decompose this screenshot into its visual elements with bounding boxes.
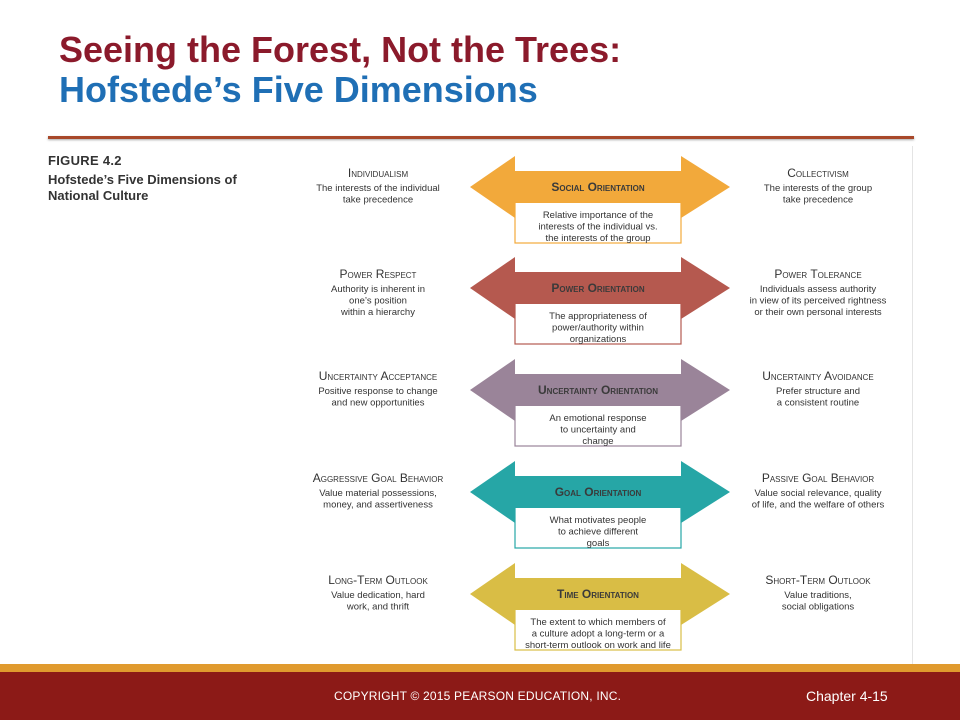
- left-pole-description: work, and thrift: [346, 602, 410, 613]
- right-pole-title: Power Tolerance: [774, 267, 861, 281]
- dimension-description: The extent to which members of: [530, 617, 666, 628]
- dimension-description: short-term outlook on work and life: [525, 640, 671, 651]
- right-pole-description: or their own personal interests: [754, 307, 882, 318]
- slide-title-line1: Seeing the Forest, Not the Trees:: [59, 29, 622, 70]
- right-pole-description: The interests of the group: [764, 183, 872, 194]
- dimension-name: Uncertainty Orientation: [538, 383, 658, 397]
- dimension-description: An emotional response: [549, 413, 646, 424]
- dimension-desc-box: [514, 196, 682, 244]
- dimension-description: The appropriateness of: [549, 311, 647, 322]
- left-pole-description: Authority is inherent in: [331, 284, 425, 295]
- dimension-description: interests of the individual vs.: [538, 222, 657, 233]
- dimension-name: Social Orientation: [551, 180, 644, 194]
- left-pole-description: and new opportunities: [332, 398, 425, 409]
- left-pole-title: Uncertainty Acceptance: [319, 369, 437, 383]
- right-pole-title: Short-Term Outlook: [765, 573, 871, 587]
- right-pole-description: social obligations: [782, 602, 855, 613]
- right-pole-description: Value social relevance, quality: [754, 488, 881, 499]
- left-pole-description: money, and assertiveness: [323, 500, 433, 511]
- dimension-name: Time Orientation: [557, 587, 639, 601]
- left-pole-description: Value material possessions,: [319, 488, 437, 499]
- left-pole-title: Aggressive Goal Behavior: [313, 471, 444, 485]
- dimension-name: Power Orientation: [551, 281, 644, 295]
- left-pole-description: one’s position: [349, 296, 407, 307]
- footer-bar: [0, 672, 960, 720]
- left-pole-title: Power Respect: [340, 267, 417, 281]
- dimension-arrow: [470, 461, 730, 523]
- slide-title-line2: Hofstede’s Five Dimensions: [59, 69, 538, 110]
- dimension-description: a culture adopt a long-term or a: [532, 629, 665, 640]
- dimension-desc-box: [514, 297, 682, 345]
- left-pole-title: Long-Term Outlook: [328, 573, 428, 587]
- right-pole-description: take precedence: [783, 195, 853, 206]
- right-pole-description: Value traditions,: [784, 590, 851, 601]
- dimension-description: organizations: [570, 334, 627, 345]
- left-pole-description: Value dedication, hard: [331, 590, 425, 601]
- left-pole-title: Individualism: [348, 166, 409, 180]
- dimension-arrow: [470, 359, 730, 421]
- right-pole-title: Uncertainty Avoidance: [762, 369, 874, 383]
- footer-copyright: COPYRIGHT © 2015 PEARSON EDUCATION, INC.: [334, 689, 622, 703]
- dimension-desc-box: [514, 399, 682, 447]
- dimension-description: to uncertainty and: [560, 425, 636, 436]
- figure-label: FIGURE 4.2: [48, 153, 122, 168]
- dimension-name: Goal Orientation: [555, 485, 642, 499]
- title-divider: [48, 136, 914, 139]
- left-pole-description: The interests of the individual: [316, 183, 440, 194]
- left-pole-description: take precedence: [343, 195, 413, 206]
- dimension-desc-box: [514, 603, 682, 651]
- left-pole-description: within a hierarchy: [340, 307, 415, 318]
- footer-chapter: Chapter 4-15: [806, 688, 888, 704]
- right-pole-description: in view of its perceived rightness: [750, 296, 887, 307]
- dimension-arrow: [470, 563, 730, 625]
- dimension-description: change: [582, 436, 613, 447]
- dimension-arrow: [470, 257, 730, 319]
- right-pole-title: Collectivism: [787, 166, 849, 180]
- figure-caption: Hofstede’s Five Dimensions of National C…: [48, 172, 237, 203]
- dimension-description: power/authority within: [552, 323, 644, 334]
- right-pole-description: of life, and the welfare of others: [752, 500, 885, 511]
- right-pole-title: Passive Goal Behavior: [762, 471, 875, 485]
- dimension-desc-box: [514, 501, 682, 549]
- left-pole-description: Positive response to change: [318, 386, 437, 397]
- dimension-description: the interests of the group: [545, 233, 650, 244]
- right-pole-description: Prefer structure and: [776, 386, 860, 397]
- footer-accent-bar: [0, 664, 960, 672]
- dimension-description: to achieve different: [558, 527, 638, 538]
- slide-title: Seeing the Forest, Not the Trees: Hofste…: [59, 30, 621, 110]
- dimension-description: What motivates people: [550, 515, 647, 526]
- right-pole-description: Individuals assess authority: [760, 284, 876, 295]
- right-pole-description: a consistent routine: [777, 398, 859, 409]
- dimension-description: Relative importance of the: [543, 210, 653, 221]
- dimension-arrow: [470, 156, 730, 218]
- dimension-description: goals: [587, 538, 610, 549]
- figure-panel: [48, 146, 913, 665]
